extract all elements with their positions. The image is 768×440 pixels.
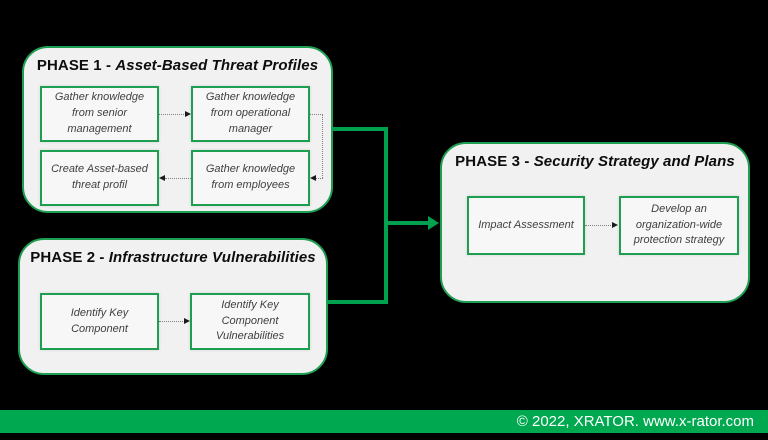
footer-text: © 2022, XRATOR. www.x-rator.com	[516, 413, 754, 430]
phase-3-title-name: Security Strategy and Plans	[533, 153, 735, 170]
connector-phase2-out	[328, 300, 386, 304]
flow-box-label: Identify Key Component Vulnerabilities	[215, 298, 285, 343]
connector-to-phase3-arrowhead-icon	[428, 216, 439, 230]
flow-box-create-threat-profile: Create Asset-based threat profil	[40, 150, 159, 206]
arrow-impact-to-strategy-head-icon	[612, 222, 618, 228]
phase-1-title-prefix: PHASE 1 -	[36, 57, 116, 74]
arrow-employees-to-profile-line	[165, 178, 191, 179]
flow-box-gather-senior-management: Gather knowledge from senior management	[40, 86, 159, 142]
phase-2-title-name: Infrastructure Vulnerabilities	[108, 249, 316, 266]
flow-box-gather-employees: Gather knowledge from employees	[191, 150, 310, 206]
phase-1-title-name: Asset-Based Threat Profiles	[115, 57, 319, 74]
phase-2-panel: PHASE 2 - Infrastructure Vulnerabilities…	[18, 238, 328, 375]
flow-box-label: Gather knowledge from operational manage…	[205, 91, 296, 135]
arrow-component-to-vulnerabilities-line	[159, 321, 185, 322]
phase-2-title-prefix: PHASE 2 -	[30, 249, 109, 266]
arrow-operational-to-employees-line	[316, 178, 323, 179]
connector-vertical-junction	[384, 127, 388, 304]
flow-box-impact-assessment: Impact Assessment	[467, 196, 585, 255]
flow-box-identify-key-component: Identify Key Component	[40, 293, 159, 350]
flow-box-develop-protection-strategy: Develop an organization-wide protection …	[619, 196, 739, 255]
connector-to-phase3-line	[386, 221, 428, 225]
arrow-senior-to-operational-head-icon	[185, 111, 191, 117]
phase-3-panel: PHASE 3 - Security Strategy and Plans Im…	[440, 142, 750, 303]
phase-2-title: PHASE 2 - Infrastructure Vulnerabilities	[20, 249, 326, 266]
phase-1-panel: PHASE 1 - Asset-Based Threat Profiles Ga…	[22, 46, 333, 213]
flow-box-label: Develop an organization-wide protection …	[633, 202, 725, 247]
flow-box-label: Gather knowledge from employees	[205, 163, 296, 191]
arrow-component-to-vulnerabilities-head-icon	[184, 318, 190, 324]
arrow-employees-to-profile-head-icon	[159, 175, 165, 181]
arrow-operational-to-employees-line	[322, 114, 323, 178]
flow-box-label: Gather knowledge from senior management	[54, 91, 145, 135]
connector-phase1-out	[333, 127, 386, 131]
arrow-senior-to-operational-line	[159, 114, 186, 115]
flow-box-label: Create Asset-based threat profil	[51, 163, 148, 191]
flow-box-gather-operational-manager: Gather knowledge from operational manage…	[191, 86, 310, 142]
arrow-operational-to-employees-line	[310, 114, 323, 115]
flow-box-label: Impact Assessment	[478, 218, 574, 231]
footer-bar: © 2022, XRATOR. www.x-rator.com	[0, 410, 768, 433]
phase-1-title: PHASE 1 - Asset-Based Threat Profiles	[24, 57, 331, 74]
arrow-operational-to-employees-head-icon	[310, 175, 316, 181]
arrow-impact-to-strategy-line	[585, 225, 613, 226]
phase-3-title: PHASE 3 - Security Strategy and Plans	[442, 153, 748, 170]
flow-box-label: Identify Key Component	[70, 306, 129, 335]
flow-box-identify-vulnerabilities: Identify Key Component Vulnerabilities	[190, 293, 310, 350]
phase-3-title-prefix: PHASE 3 -	[455, 153, 534, 170]
